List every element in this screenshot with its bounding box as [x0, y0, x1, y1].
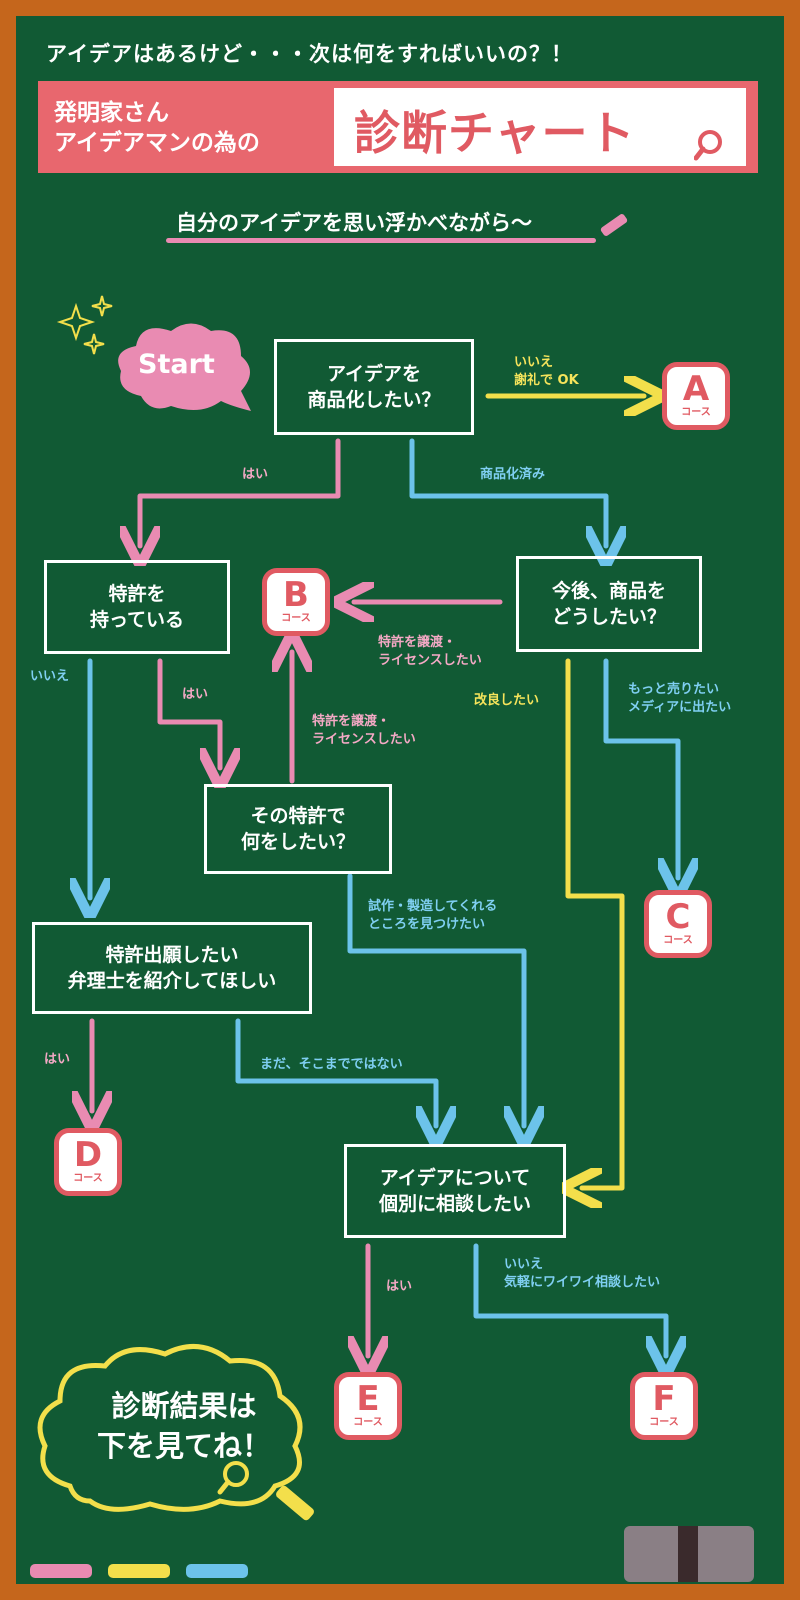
node-apply: 特許出願したい 弁理士を紹介してほしい [32, 922, 312, 1014]
label-consult-yes: はい [386, 1279, 413, 1294]
edge-q1-future [409, 438, 606, 546]
node-patent-use: その特許で 何をしたい？ [204, 784, 392, 874]
edge-apply-consult [235, 1018, 436, 1126]
label-future-sell: もっと売りたい メディアに出たい [628, 682, 732, 715]
banner-title-box [334, 88, 746, 166]
label-use-license: 特許を譲渡・ ライセンスしたい [312, 714, 416, 747]
start-cloud [118, 323, 252, 411]
label-patent-yes: はい [182, 687, 209, 702]
label-apply-yes: はい [44, 1052, 71, 1067]
edge-future-c [603, 658, 678, 878]
course-c-suffix: コース [663, 935, 693, 946]
banner-subtitle: 発明家さん アイデアマンの為の [54, 98, 260, 158]
chalk-icon [108, 1564, 170, 1578]
label-future-improve: 改良したい [474, 693, 540, 708]
page-title: 診断チャート [354, 106, 636, 160]
label-apply-notyet: まだ、そこまでではない [260, 1057, 403, 1072]
edge-use-consult [347, 873, 524, 1126]
course-a-suffix: コース [681, 407, 711, 418]
course-d-suffix: コース [73, 1173, 103, 1184]
label-q1-done: 商品化済み [480, 467, 546, 482]
subtitle-underline [166, 238, 596, 243]
edge-q1-patent [140, 438, 341, 546]
subtitle: 自分のアイデアを思い浮かべながら〜 [176, 211, 532, 235]
label-q1-yes: はい [242, 467, 269, 482]
connector-lines [16, 16, 784, 1584]
banner-line1: 発明家さん [54, 100, 169, 126]
chalk-icon [30, 1564, 92, 1578]
node-future: 今後、商品を どうしたい？ [516, 556, 702, 652]
chalkboard: アイデアはあるけど・・・次は何をすればいいの？！ 発明家さん アイデアマンの為の… [16, 16, 784, 1584]
result-text: 診断結果は 下を見てね！ [96, 1389, 271, 1463]
label-patent-no: いいえ [30, 669, 70, 684]
eraser-icon [624, 1526, 754, 1582]
node-consult: アイデアについて 個別に相談したい [344, 1144, 566, 1238]
top-question: アイデアはあるけど・・・次は何をすればいいの？！ [46, 42, 573, 66]
course-a-letter: A [682, 369, 710, 409]
course-e-letter: E [356, 1379, 380, 1419]
label-use-make: 試作・製造してくれる ところを見つけたい [368, 899, 498, 932]
magnifier-icon [694, 130, 722, 161]
course-b-suffix: コース [281, 613, 311, 624]
course-c-letter: C [665, 897, 691, 937]
magnifier-icon [217, 1461, 314, 1521]
node-patent-have: 特許を 持っている [44, 560, 230, 654]
label-consult-no: いいえ 気軽にワイワイ相談したい [504, 1257, 661, 1290]
course-d-letter: D [73, 1135, 103, 1175]
course-f-suffix: コース [649, 1417, 679, 1428]
banner-line2: アイデアマンの為の [54, 130, 260, 156]
node-q1-commercialize: アイデアを 商品化したい？ [274, 339, 474, 435]
result-cloud [37, 1343, 303, 1512]
sparkle-icon [56, 295, 113, 355]
course-b-letter: B [283, 575, 309, 615]
start-label: Start [138, 349, 215, 380]
chalk-icon [600, 214, 628, 236]
edge-future-consult [568, 658, 625, 1188]
course-e-suffix: コース [353, 1417, 383, 1428]
chalk-icon [186, 1564, 248, 1578]
label-q1-no: いいえ 謝礼で OK [514, 355, 579, 388]
edge-consult-f [473, 1243, 666, 1356]
label-future-license: 特許を譲渡・ ライセンスしたい [378, 635, 482, 668]
course-f-letter: F [652, 1379, 676, 1419]
edge-patent-yes [157, 658, 220, 768]
